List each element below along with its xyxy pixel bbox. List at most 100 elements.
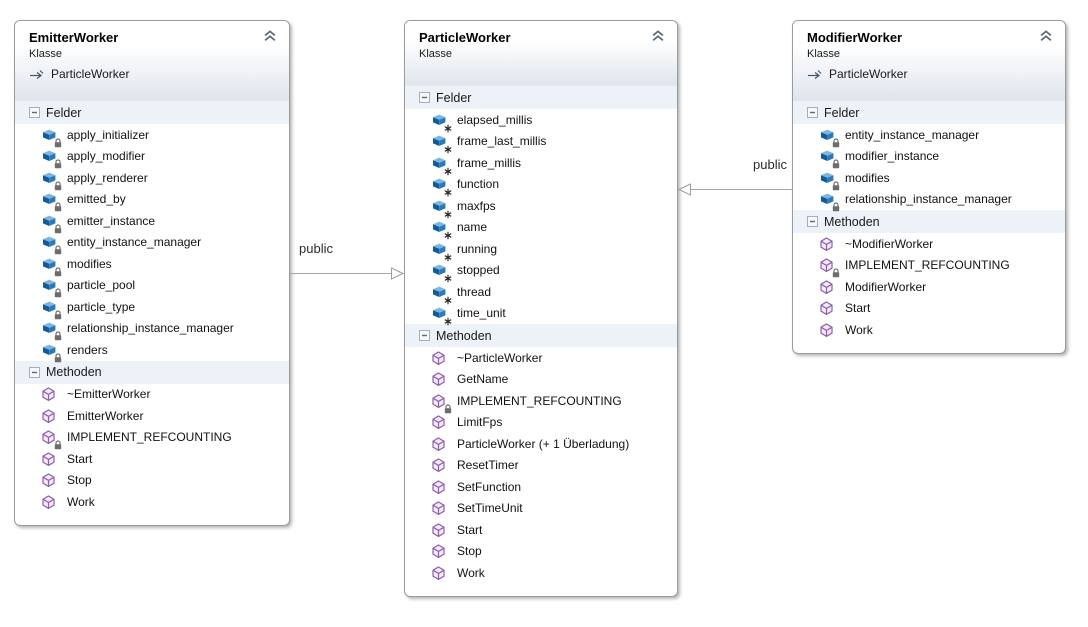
method-row[interactable]: Start	[793, 298, 1065, 320]
field-row[interactable]: emitter_instance	[15, 210, 289, 233]
field-row[interactable]: thread	[405, 281, 677, 304]
section-header-methoden[interactable]: Methoden	[405, 324, 677, 347]
field-row[interactable]: renders	[15, 339, 289, 362]
field-icon	[41, 149, 62, 169]
member-name: ~EmitterWorker	[67, 387, 151, 402]
base-type-name: ParticleWorker	[51, 67, 130, 81]
field-row[interactable]: entity_instance_manager	[15, 232, 289, 255]
field-row[interactable]: function	[405, 174, 677, 197]
lock-icon	[54, 437, 62, 450]
method-row[interactable]: Work	[793, 319, 1065, 341]
class-header[interactable]: ModifierWorker Klasse ParticleWorker	[793, 21, 1065, 101]
method-row[interactable]: Start	[15, 448, 289, 470]
method-row[interactable]: ~ParticleWorker	[405, 347, 677, 369]
method-row[interactable]: Work	[15, 491, 289, 513]
field-row[interactable]: frame_last_millis	[405, 131, 677, 154]
field-icon	[431, 177, 452, 197]
class-box-particleworker[interactable]: ParticleWorker Klasse Felder elapsed_mill…	[404, 20, 678, 597]
field-row[interactable]: apply_initializer	[15, 124, 289, 147]
connector-line[interactable]	[689, 189, 792, 190]
minus-box-icon[interactable]	[29, 107, 40, 118]
connector-line[interactable]	[290, 273, 393, 274]
method-row[interactable]: ModifierWorker	[793, 276, 1065, 298]
minus-box-icon[interactable]	[807, 107, 818, 118]
minus-box-icon[interactable]	[419, 330, 430, 341]
method-icon	[819, 258, 840, 278]
inheritance-connector-modifierworker[interactable]: public	[678, 157, 792, 196]
field-row[interactable]: relationship_instance_manager	[793, 189, 1065, 212]
member-name: running	[457, 241, 498, 256]
section-header-methoden[interactable]: Methoden	[15, 360, 289, 384]
field-row[interactable]: relationship_instance_manager	[15, 318, 289, 341]
field-icon	[41, 171, 62, 190]
class-header[interactable]: ParticleWorker Klasse	[405, 21, 677, 86]
class-box-emitterworker[interactable]: EmitterWorker Klasse ParticleWorker Feld…	[14, 20, 290, 526]
method-row[interactable]: IMPLEMENT_REFCOUNTING	[15, 427, 289, 450]
method-row[interactable]: GetName	[405, 369, 677, 391]
method-row[interactable]: Work	[405, 562, 677, 584]
section-label: Methoden	[46, 365, 102, 379]
class-kind: Klasse	[29, 48, 63, 60]
chevron-up-icon[interactable]	[651, 30, 665, 42]
field-row[interactable]: modifies	[15, 253, 289, 276]
minus-box-icon[interactable]	[29, 366, 40, 378]
lock-icon	[832, 199, 840, 212]
field-row[interactable]: running	[405, 238, 677, 261]
field-row[interactable]: entity_instance_manager	[793, 124, 1065, 147]
method-row[interactable]: ResetTimer	[405, 455, 677, 477]
field-icon	[41, 257, 62, 276]
inheritance-connector-emitterworker[interactable]: public	[290, 241, 404, 280]
field-icon	[431, 220, 452, 240]
section-header-felder[interactable]: Felder	[405, 86, 677, 109]
field-icon	[41, 128, 62, 147]
field-row[interactable]: emitted_by	[15, 189, 289, 212]
section-label: Methoden	[436, 328, 492, 343]
method-row[interactable]: IMPLEMENT_REFCOUNTING	[793, 255, 1065, 278]
field-row[interactable]: particle_type	[15, 296, 289, 319]
field-row[interactable]: apply_modifier	[15, 146, 289, 169]
field-row[interactable]: modifies	[793, 167, 1065, 190]
method-row[interactable]: ~ModifierWorker	[793, 233, 1065, 255]
star-icon	[444, 292, 452, 304]
member-name: ResetTimer	[457, 458, 519, 473]
field-row[interactable]: elapsed_millis	[405, 109, 677, 132]
method-row[interactable]: Start	[405, 519, 677, 541]
class-box-modifierworker[interactable]: ModifierWorker Klasse ParticleWorker Fel…	[792, 20, 1066, 354]
field-row[interactable]: modifier_instance	[793, 146, 1065, 169]
method-row[interactable]: LimitFps	[405, 412, 677, 434]
chevron-up-icon[interactable]	[263, 30, 277, 42]
field-row[interactable]: frame_millis	[405, 152, 677, 175]
method-row[interactable]: Stop	[405, 541, 677, 563]
method-row[interactable]: ~EmitterWorker	[15, 384, 289, 406]
minus-box-icon[interactable]	[419, 92, 430, 103]
method-row[interactable]: ParticleWorker (+ 1 Überladung)	[405, 433, 677, 455]
chevron-up-icon[interactable]	[1039, 30, 1053, 42]
field-row[interactable]: particle_pool	[15, 275, 289, 298]
field-icon	[431, 263, 452, 283]
field-icon	[431, 285, 452, 304]
method-row[interactable]: SetFunction	[405, 476, 677, 498]
field-row[interactable]: time_unit	[405, 303, 677, 326]
method-row[interactable]: Stop	[15, 470, 289, 492]
star-icon	[444, 227, 452, 240]
field-row[interactable]: apply_renderer	[15, 167, 289, 190]
section-label: Felder	[436, 90, 472, 105]
field-row[interactable]: maxfps	[405, 195, 677, 218]
class-header[interactable]: EmitterWorker Klasse ParticleWorker	[15, 21, 289, 101]
minus-box-icon[interactable]	[807, 216, 818, 227]
method-row[interactable]: EmitterWorker	[15, 405, 289, 427]
lock-icon	[54, 199, 62, 212]
method-row[interactable]: IMPLEMENT_REFCOUNTING	[405, 390, 677, 413]
section-header-felder[interactable]: Felder	[793, 101, 1065, 124]
method-icon	[431, 480, 448, 494]
lock-icon	[832, 178, 840, 190]
section-header-methoden[interactable]: Methoden	[793, 210, 1065, 233]
section-header-felder[interactable]: Felder	[15, 101, 289, 124]
base-type-row: ParticleWorker	[807, 67, 1053, 81]
method-row[interactable]: SetTimeUnit	[405, 498, 677, 520]
connector-label: public	[299, 241, 333, 256]
field-row[interactable]: name	[405, 217, 677, 240]
field-icon	[819, 128, 840, 147]
star-icon	[444, 184, 452, 197]
field-row[interactable]: stopped	[405, 260, 677, 283]
